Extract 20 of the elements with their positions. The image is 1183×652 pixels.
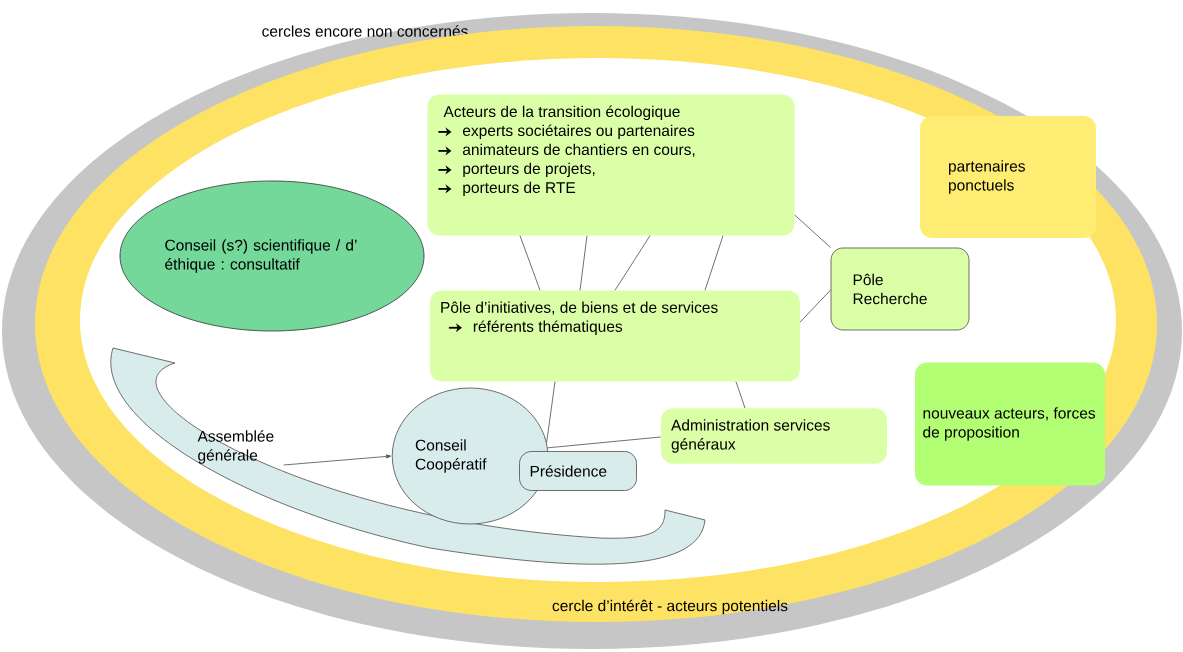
admin-box: Administration services généraux — [661, 408, 887, 464]
assembly-label: Assemblée générale — [197, 430, 274, 464]
ring-label: cercles encore non concernés — [262, 25, 468, 37]
partner-box: partenaires ponctuels — [920, 116, 1096, 238]
connector-line — [614, 235, 651, 291]
presidency-box: Présidence — [519, 451, 637, 491]
connector-line — [735, 381, 746, 409]
research-box: Pôle Recherche — [830, 247, 970, 331]
connector-line — [704, 235, 724, 291]
arrow — [283, 454, 392, 466]
connector-line — [579, 235, 588, 291]
connector-line — [794, 214, 831, 248]
connector-line — [547, 436, 662, 449]
connector-line — [546, 381, 556, 443]
new-actors-box: nouveaux acteurs, forces de proposition — [915, 362, 1105, 486]
ring-label: cercle d’intérêt - acteurs potentiels — [552, 599, 788, 615]
actor-box: Acteurs de la transition écologique experts sociétaires ou partenaires animateurs de chantiers en cours, porteurs de projets, porteurs de RTE — [427, 94, 795, 236]
pole-box: Pôle d’initiatives, de biens et de services référents thématiques — [430, 290, 800, 382]
connector-line — [799, 289, 831, 323]
connector-line — [519, 235, 541, 291]
